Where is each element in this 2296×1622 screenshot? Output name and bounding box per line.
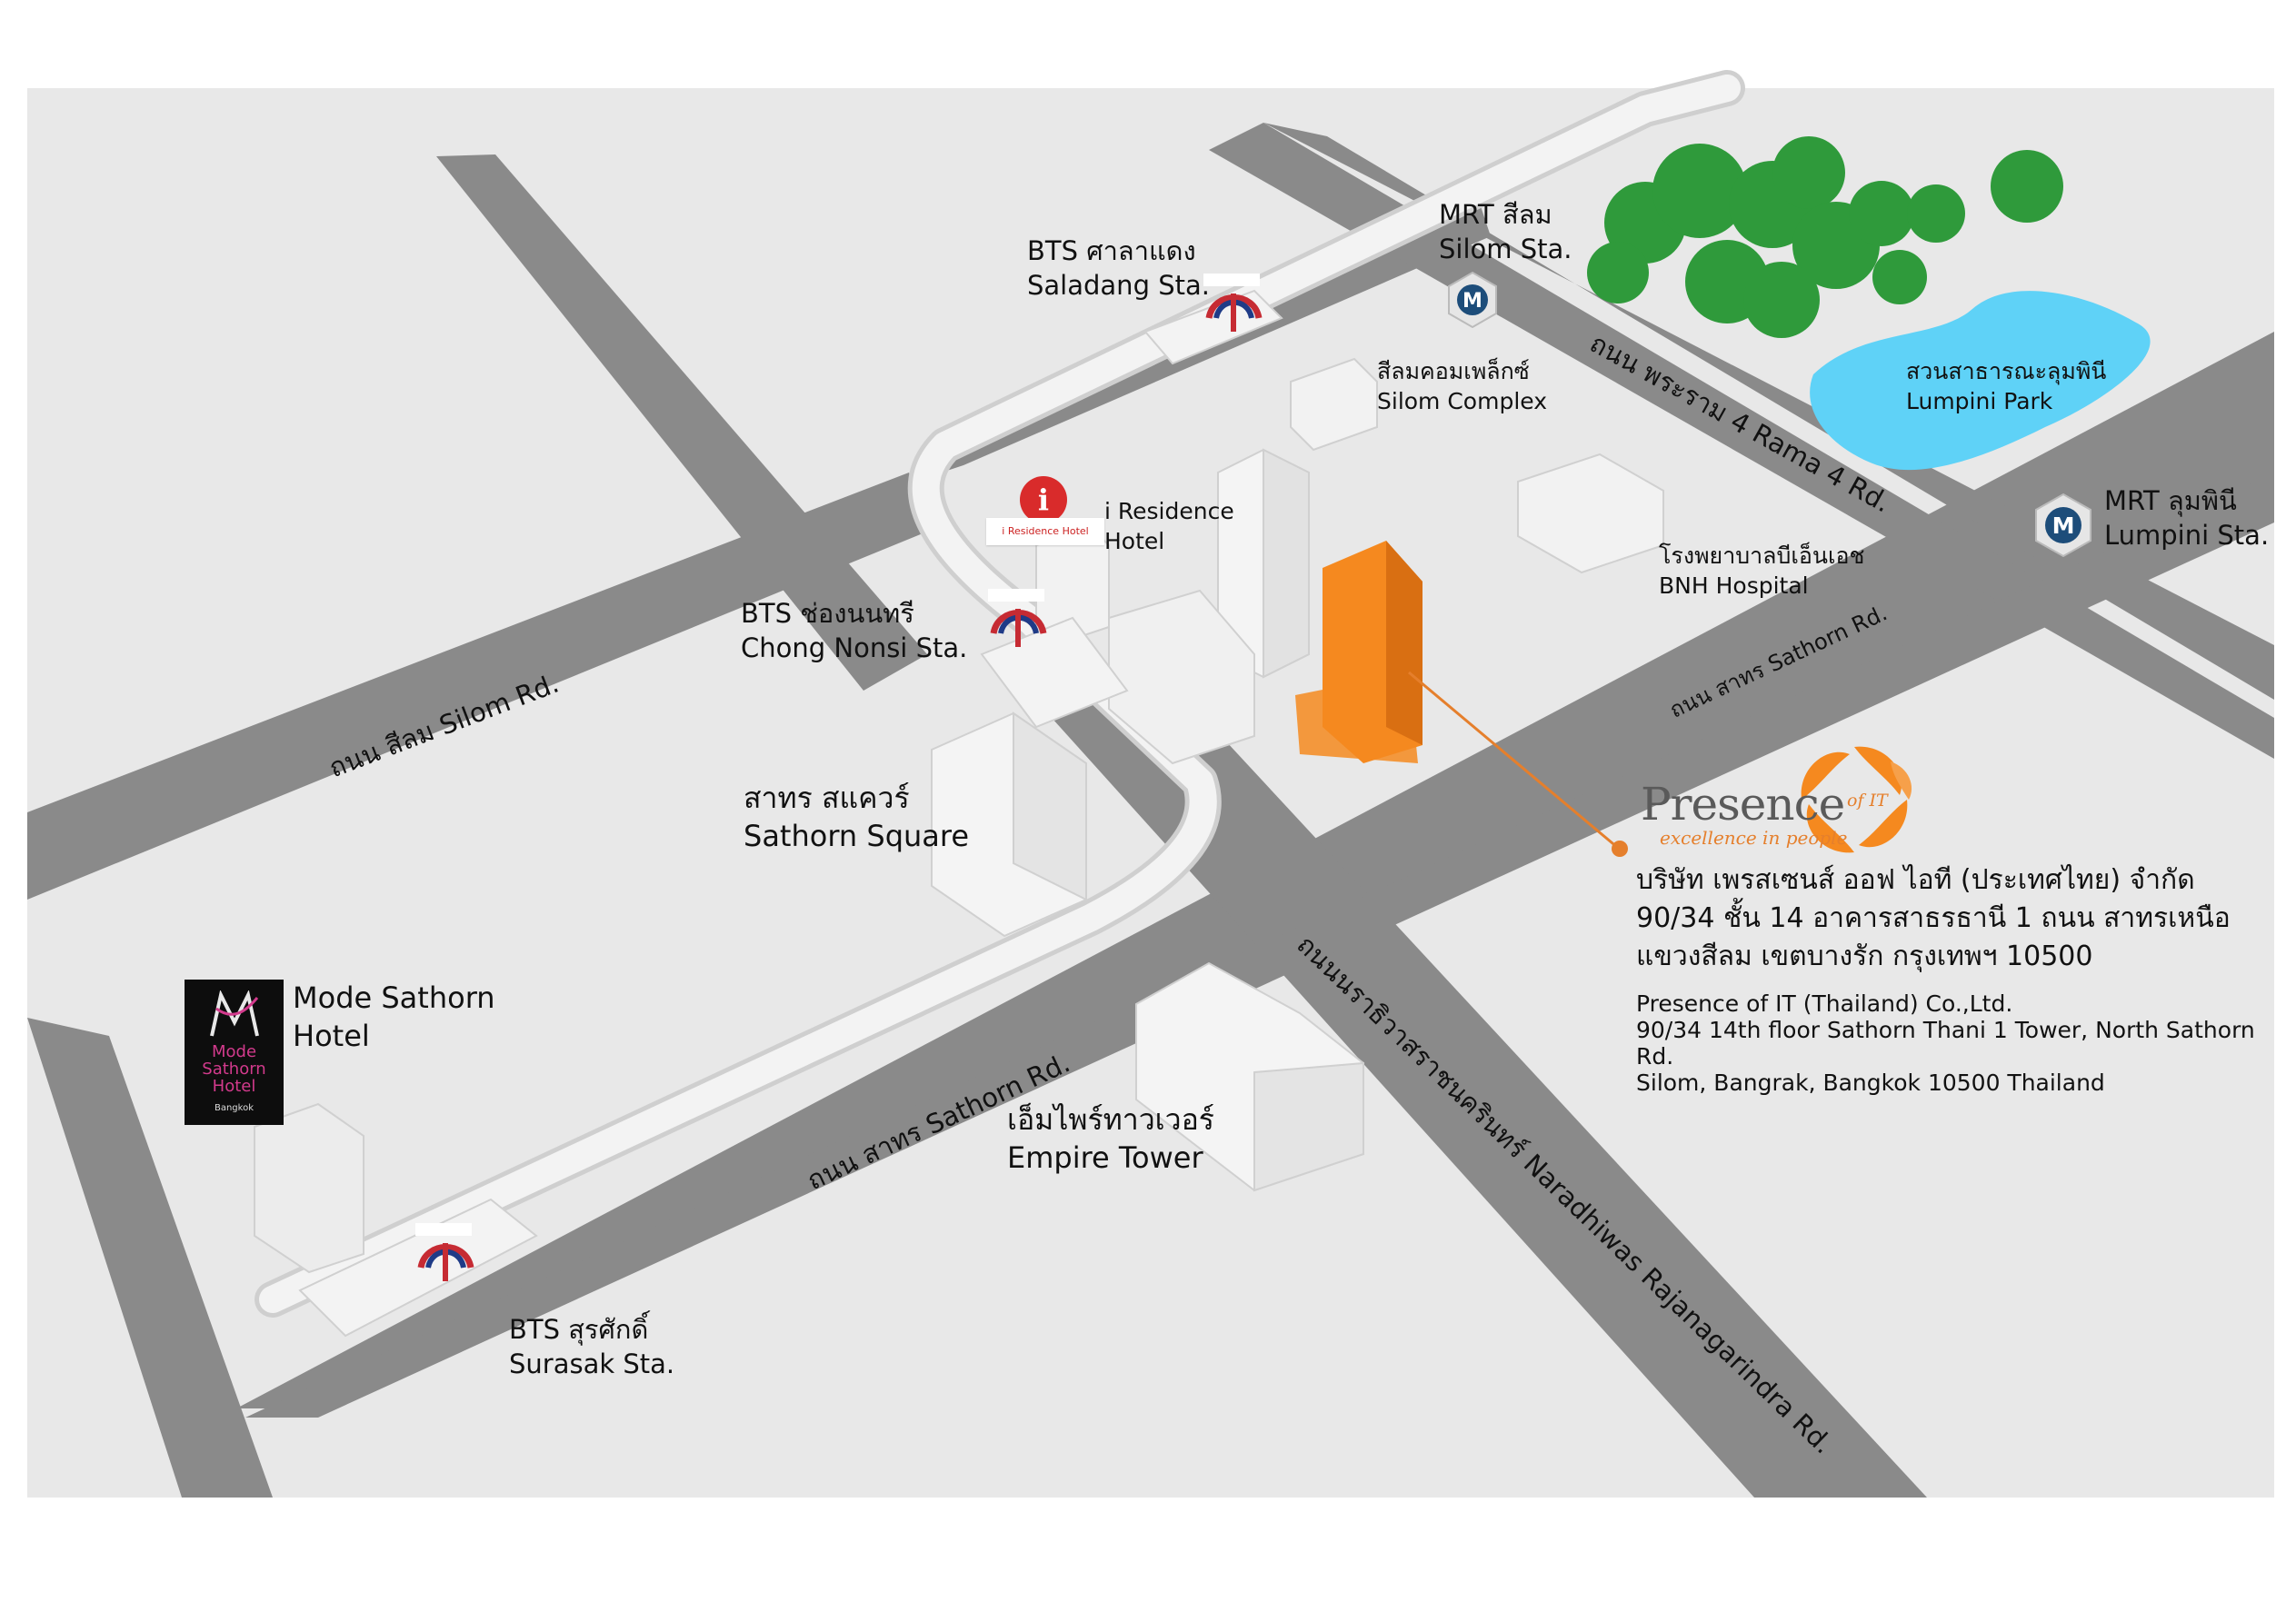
sathorn-road-band xyxy=(245,473,2274,1418)
presence-logo-ofit: of IT xyxy=(1847,791,1888,811)
label-chong-nonsi-station: BTS ช่องนนทรีChong Nonsi Sta. xyxy=(741,598,968,663)
company-address-thai-1: 90/34 ชั้น 14 อาคารสาธรธานี 1 ถนน สาทรเห… xyxy=(1636,902,2231,934)
i-residence-pin-icon: i xyxy=(1020,476,1067,523)
office-pointer-dot xyxy=(1612,841,1628,857)
presence-office-building xyxy=(1295,541,1423,763)
mode-sathorn-logo: Mode Sathorn Hotel Bangkok xyxy=(185,980,284,1125)
label-surasak-station: BTS สุรศักดิ์Surasak Sta. xyxy=(509,1314,675,1379)
lumpini-park-trees xyxy=(1587,136,2063,338)
mode-m-icon xyxy=(210,990,259,1037)
bts-icon xyxy=(415,1223,474,1281)
presence-logo-icon xyxy=(1801,746,1912,853)
mrt-icon: M xyxy=(1448,271,1497,329)
company-address-block: บริษัท เพรสเซนส์ ออฟ ไอที (ประเทศไทย) จำ… xyxy=(1636,861,2296,1096)
company-name-english: Presence of IT (Thailand) Co.,Ltd. xyxy=(1636,990,2013,1017)
mode-logo-line-3: Hotel xyxy=(212,1077,256,1096)
buildings xyxy=(254,289,1664,1338)
company-address-english-1: 90/34 14th floor Sathorn Thani 1 Tower, … xyxy=(1636,1017,2255,1070)
company-address-thai-2: แขวงสีลม เขตบางรัก กรุงเทพฯ 10500 xyxy=(1636,940,2093,972)
office-pointer-line xyxy=(1408,671,1619,850)
left-diagonal-road xyxy=(436,154,927,691)
label-lumpini-park: สวนสาธารณะลุมพินีLumpini Park xyxy=(1906,358,2107,414)
silom-road xyxy=(27,473,927,900)
bts-icon xyxy=(1203,274,1263,332)
svg-text:i: i xyxy=(1038,483,1049,517)
presence-logo-tagline: excellence in people xyxy=(1660,827,1848,849)
bts-icon xyxy=(988,589,1047,647)
presence-logo-word: Presence xyxy=(1641,778,1845,831)
i-residence-sign: i Residence Hotel xyxy=(986,518,1104,545)
mode-logo-line-2: Sathorn xyxy=(202,1060,266,1079)
naradhiwas-road xyxy=(1027,654,1927,1498)
lower-left-road xyxy=(27,1018,273,1498)
mode-logo-city: Bangkok xyxy=(214,1103,255,1113)
mrt-icon: M xyxy=(2035,493,2091,558)
mode-logo-line-1: Mode xyxy=(211,1042,257,1061)
svg-text:M: M xyxy=(1462,290,1482,313)
company-address-english-2: Silom, Bangrak, Bangkok 10500 Thailand xyxy=(1636,1070,2105,1096)
lumpini-park-lake xyxy=(1810,291,2151,471)
svg-text:M: M xyxy=(2052,512,2075,539)
label-lumpini-mrt-station: MRT ลุมพินีLumpini Sta. xyxy=(2104,485,2270,551)
label-empire-tower: เอ็มไพร์ทาวเวอร์Empire Tower xyxy=(1007,1102,1214,1175)
label-sathorn-square: สาทร สแควร์Sathorn Square xyxy=(744,781,970,853)
company-name-thai: บริษัท เพรสเซนส์ ออฟ ไอที (ประเทศไทย) จำ… xyxy=(1636,864,2195,896)
label-silom-complex: สีลมคอมเพล็กซ์Silom Complex xyxy=(1377,358,1548,414)
